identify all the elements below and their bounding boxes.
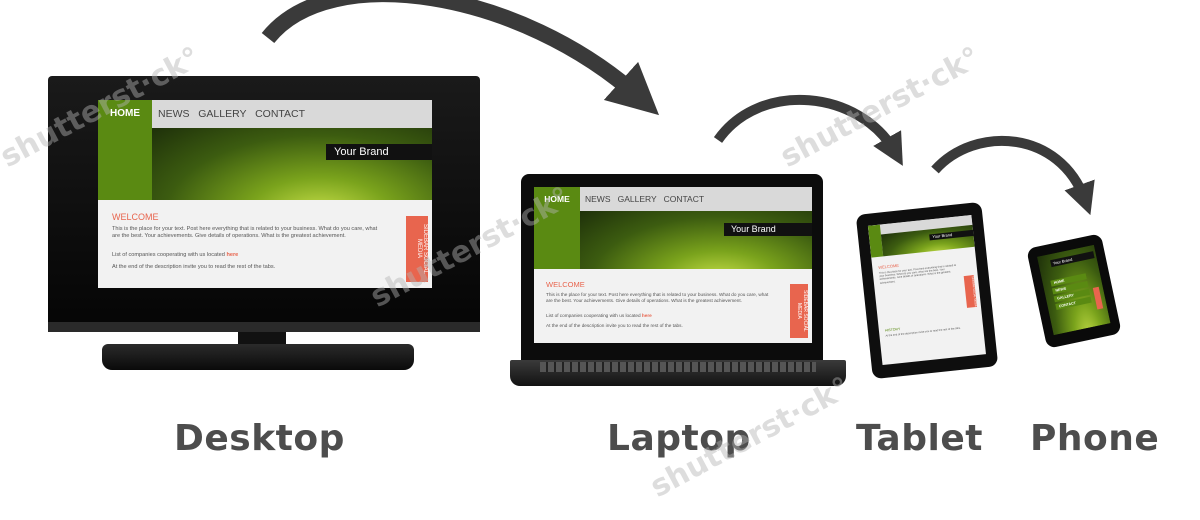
laptop-welcome: WELCOME [546,280,585,289]
label-tablet: Tablet [856,418,983,459]
laptop-screen: HOME NEWS GALLERY CONTACT Your Brand WEL… [534,187,812,343]
tablet-screen: Your Brand WELCOME This is the place for… [867,214,986,366]
laptop-outro: At the end of the description invite you… [546,323,683,328]
desktop-stand [102,344,414,370]
phone-screen: Your Brand HOME NEWS GALLERY CONTACT [1037,244,1111,336]
companies-text: List of companies cooperating with us lo… [112,252,239,258]
laptop-nav-links[interactable]: NEWS GALLERY CONTACT [585,194,705,204]
brand-box: Your Brand [326,144,432,160]
label-laptop: Laptop [607,418,751,459]
tablet-history: HISTORY [884,327,901,333]
laptop-keyboard [540,362,816,372]
laptop-companies: List of companies cooperating with us lo… [546,313,652,318]
laptop-sidebar[interactable]: SIDEBAR SOCIAL MEDIA [790,284,808,338]
arrow-desktop-to-laptop [261,0,660,116]
laptop-here-link[interactable]: here [641,313,652,318]
laptop-home-tab[interactable]: HOME [534,187,580,211]
desktop-screen: HOME NEWS GALLERY CONTACT Your Brand WEL… [98,100,432,288]
nav-links[interactable]: NEWS GALLERY CONTACT [158,108,306,120]
intro-text: This is the place for your text. Post he… [112,226,378,239]
label-phone: Phone [1030,418,1160,459]
tablet-sidebar[interactable]: SIDEBAR SOCIAL MEDIA [963,275,977,308]
laptop-brand-box: Your Brand [724,223,812,236]
arrow-laptop-to-tablet [713,94,903,166]
arrow-tablet-to-phone [931,135,1095,216]
desktop-bezel-bottom [48,322,480,332]
desktop-neck [238,332,286,346]
laptop-intro: This is the place for your text. Post he… [546,292,769,303]
label-desktop: Desktop [174,418,345,459]
home-tab[interactable]: HOME [98,100,152,128]
tablet-welcome: WELCOME [878,262,900,270]
outro-text: At the end of the description invite you… [112,264,276,270]
welcome-heading: WELCOME [112,212,159,222]
here-link[interactable]: here [226,252,239,258]
tablet-body: Your Brand WELCOME This is the place for… [855,201,999,380]
sidebar-social[interactable]: SIDEBAR SOCIAL MEDIA [406,216,428,282]
